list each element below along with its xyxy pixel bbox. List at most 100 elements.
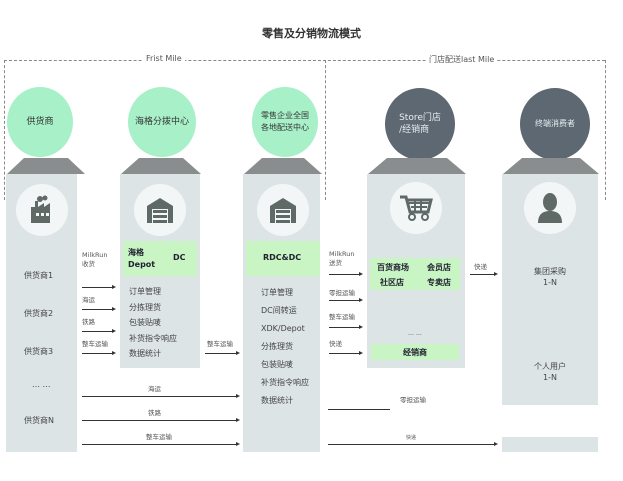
factory-icon (16, 184, 68, 236)
supplier-item: 供货商N (24, 416, 54, 425)
arrow (82, 417, 240, 422)
function-item: 补货指令响应 (129, 333, 177, 343)
node-label-line: Store门店 (399, 113, 441, 123)
hub-dc-label: DC (173, 253, 186, 262)
transport-label: 整车运输 (82, 340, 108, 348)
rdc-functions: 订单管理 DC间转运 XDK/Depot 分拣理货 包装贴唛 补货指令响应 数据… (261, 284, 309, 410)
rdc-box (246, 241, 320, 276)
hub-depot-line: 海格 (128, 248, 144, 257)
shopping-cart-icon (390, 182, 442, 234)
zone-left-border (4, 60, 5, 200)
node-label-line: /经销商 (399, 125, 430, 135)
supplier-item: 供货商2 (24, 309, 54, 318)
arrow (328, 441, 498, 446)
transport-label: 整车运输 (329, 313, 355, 321)
consumer-name: 个人用户 (534, 362, 566, 371)
function-item: 订单管理 (129, 287, 161, 296)
pedestal (503, 158, 599, 174)
dealer-box (371, 344, 459, 360)
arrow (329, 297, 363, 302)
warehouse-icon (257, 184, 309, 236)
zone-right-border (605, 60, 606, 200)
transport-label: 铁路 (148, 409, 161, 417)
transport-label: 零担运输 (329, 289, 355, 297)
node-label-line: 各地配送中心 (261, 123, 309, 132)
arrow (82, 328, 116, 333)
transport-label: 零担运输 (400, 396, 426, 404)
pedestal (368, 158, 466, 174)
function-item: XDK/Depot (261, 324, 305, 333)
transport-label: 快递 (474, 263, 487, 271)
pedestal (244, 158, 322, 174)
arrow (329, 350, 363, 355)
node-label-line: 零售企业全国 (261, 111, 309, 120)
store-type: 会员店 (427, 263, 451, 272)
function-item: 补货指令响应 (261, 378, 309, 387)
node-rdc: 零售企业全国各地配送中心 (252, 87, 318, 157)
arrow (82, 306, 116, 311)
hub-functions: 订单管理 分拣理货 包装贴唛 补货指令响应 数据统计 (129, 284, 177, 362)
transport-label: 海运 (82, 296, 95, 304)
function-item: 订单管理 (261, 288, 293, 297)
pedestal (7, 158, 85, 174)
store-types-box (370, 258, 460, 290)
function-item: 包装贴唛 (129, 318, 161, 327)
store-ellipsis: … … (408, 330, 422, 337)
first-mile-label: Frist Mile (143, 54, 185, 63)
arrow (82, 350, 116, 355)
white-band (390, 405, 605, 437)
function-item: 分拣理货 (129, 302, 161, 312)
function-item: 包装贴唛 (261, 360, 293, 369)
node-label: 海格分拨中心 (134, 117, 189, 127)
store-type: 百货商场 (377, 263, 409, 272)
consumer-name: 集团采购 (534, 267, 566, 276)
consumer-group: 集团采购 1-N (525, 266, 575, 288)
warehouse-icon (134, 184, 186, 236)
arrow (82, 393, 240, 398)
zone-top-border (4, 60, 605, 61)
arrow-line (328, 409, 390, 410)
function-item: 数据统计 (129, 349, 161, 358)
pedestal (121, 158, 201, 174)
hub-depot-dc-box (123, 241, 197, 276)
last-mile-label: 门店配送last Mile (426, 54, 498, 65)
arrow (82, 284, 116, 289)
arrow (329, 324, 363, 329)
diagram-title: 零售及分销物流模式 (262, 27, 361, 40)
hub-depot-label: 海格 Depot (128, 247, 155, 271)
arrow (470, 271, 498, 276)
transport-label: 快递 (406, 435, 417, 441)
transport-label-line: 送货 (329, 259, 342, 267)
transport-label-line: MilkRun (329, 250, 355, 258)
transport-label-line: MilkRun (82, 251, 108, 259)
node-label: 供货商 (26, 117, 54, 127)
node-hub: 海格分拨中心 (128, 87, 196, 157)
person-icon (524, 182, 576, 234)
transport-label: 海运 (148, 385, 161, 393)
supplier-item: 供货商1 (24, 271, 54, 280)
node-label: Store门店/经销商 (399, 112, 441, 136)
supplier-item: 供货商3 (24, 347, 54, 356)
arrow (205, 350, 240, 355)
hub-depot-line: Depot (128, 260, 156, 269)
node-consumer: 终端消费者 (518, 86, 592, 162)
function-item: DC间转运 (261, 306, 297, 315)
node-label: 零售企业全国各地配送中心 (261, 110, 309, 134)
node-label: 终端消费者 (535, 119, 575, 128)
function-item: 数据统计 (261, 396, 293, 405)
transport-label: 铁路 (82, 318, 95, 326)
transport-label: 快递 (329, 340, 342, 348)
supplier-item: … … (32, 380, 51, 389)
transport-label: 整车运输 (207, 340, 233, 348)
transport-label: 整车运输 (146, 433, 172, 441)
function-item: 分拣理货 (261, 342, 293, 351)
consumer-range: 1-N (543, 278, 557, 287)
arrow (329, 271, 363, 276)
store-type: 专卖店 (427, 278, 451, 287)
node-supplier: 供货商 (7, 87, 73, 157)
transport-label-line: 收货 (82, 260, 95, 268)
